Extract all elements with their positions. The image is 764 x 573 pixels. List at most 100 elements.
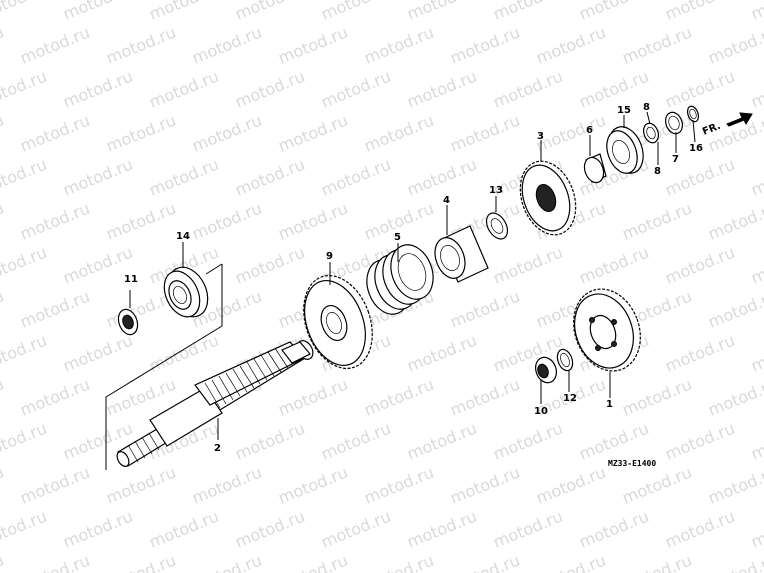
watermark-text: motod.ru <box>17 287 92 332</box>
watermark-text: motod.ru <box>232 155 307 200</box>
watermark-text: motod.ru <box>748 155 764 200</box>
watermark-text: motod.ru <box>533 551 608 573</box>
watermark-text: motod.ru <box>404 0 479 24</box>
watermark-text: motod.ru <box>17 199 92 244</box>
callout-5: 5 <box>394 232 401 243</box>
callout-1: 1 <box>606 399 613 410</box>
watermark-text: motod.ru <box>232 507 307 552</box>
watermark-text: motod.ru <box>103 199 178 244</box>
watermark-text: motod.ru <box>0 155 50 200</box>
watermark-text: motod.ru <box>17 463 92 508</box>
callout-8-bottom: 8 <box>654 166 661 177</box>
watermark-text: motod.ru <box>60 0 135 24</box>
watermark-text: motod.ru <box>275 463 350 508</box>
watermark-text: motod.ru <box>662 507 737 552</box>
watermark-text: motod.ru <box>576 0 651 24</box>
watermark-text: motod.ru <box>0 67 50 112</box>
watermark-text: motod.ru <box>705 287 764 332</box>
watermark-text: motod.ru <box>662 243 737 288</box>
watermark-text: motod.ru <box>447 375 522 420</box>
watermark-text: motod.ru <box>619 463 694 508</box>
watermark-text: motod.ru <box>447 551 522 573</box>
watermark-text: motod.ru <box>533 111 608 156</box>
watermark-text: motod.ru <box>490 419 565 464</box>
watermark-text: motod.ru <box>490 507 565 552</box>
nut-11 <box>117 308 139 336</box>
watermark-text: motod.ru <box>232 0 307 24</box>
spring-5 <box>366 244 434 315</box>
watermark-text: motod.ru <box>705 375 764 420</box>
watermark-text: motod.ru <box>748 419 764 464</box>
watermark-text: motod.ru <box>705 23 764 68</box>
watermark-text: motod.ru <box>189 23 264 68</box>
watermark-text: motod.ru <box>275 199 350 244</box>
nut-10 <box>535 356 557 384</box>
watermark-text: motod.ru <box>146 155 221 200</box>
ring-7 <box>664 111 684 135</box>
watermark-text: motod.ru <box>275 551 350 573</box>
watermark-text: motod.ru <box>705 551 764 573</box>
watermark-text: motod.ru <box>17 375 92 420</box>
watermark-text: motod.ru <box>361 111 436 156</box>
watermark-text: motod.ru <box>533 463 608 508</box>
watermark-text: motod.ru <box>404 67 479 112</box>
watermark-text: motod.ru <box>662 0 737 24</box>
washer-16 <box>686 105 700 123</box>
watermark-text: motod.ru <box>17 551 92 573</box>
callout-10: 10 <box>534 406 548 417</box>
watermark-text: motod.ru <box>17 23 92 68</box>
watermark-text: motod.ru <box>318 0 393 24</box>
watermark-text: motod.ru <box>662 419 737 464</box>
watermark-text: motod.ru <box>60 331 135 376</box>
watermark-text: motod.ru <box>748 243 764 288</box>
watermark-text: motod.ru <box>576 419 651 464</box>
watermark-text: motod.ru <box>146 0 221 24</box>
watermark-text: motod.ru <box>619 199 694 244</box>
bearing-15 <box>606 126 644 174</box>
watermark-text: motod.ru <box>748 331 764 376</box>
watermark-text: motod.ru <box>275 375 350 420</box>
watermark-text: motod.ru <box>0 375 7 420</box>
callout-6: 6 <box>586 125 593 136</box>
watermark-text: motod.ru <box>189 551 264 573</box>
watermark-text: motod.ru <box>17 111 92 156</box>
watermark-text: motod.ru <box>447 287 522 332</box>
watermark-text: motod.ru <box>232 67 307 112</box>
watermark-text: motod.ru <box>361 375 436 420</box>
callout-12: 12 <box>563 393 577 404</box>
watermark-text: motod.ru <box>189 111 264 156</box>
watermark-text: motod.ru <box>0 199 7 244</box>
watermark-text: motod.ru <box>404 419 479 464</box>
callouts: 1 2 3 4 5 6 7 8 8 9 10 11 12 13 14 15 16 <box>124 102 703 454</box>
diagram-code: MZ33-E1400 <box>608 459 656 468</box>
watermark-text: motod.ru <box>748 67 764 112</box>
watermark-text: motod.ru <box>0 0 50 24</box>
callout-11: 11 <box>124 274 138 285</box>
bearing-14 <box>163 266 209 318</box>
watermark-text: motod.ru <box>576 507 651 552</box>
watermark-text: motod.ru <box>404 331 479 376</box>
callout-4: 4 <box>443 195 450 206</box>
watermark-text: motod.ru <box>533 23 608 68</box>
callout-16: 16 <box>689 143 703 154</box>
watermark-text: motod.ru <box>146 331 221 376</box>
watermark-text: motod.ru <box>404 155 479 200</box>
bush-6 <box>583 153 607 184</box>
watermark-text: motod.ru <box>0 419 50 464</box>
watermark-text: motod.ru <box>0 111 7 156</box>
watermark-text: motod.ru <box>490 243 565 288</box>
watermark-text: motod.ru <box>103 463 178 508</box>
watermark-text: motod.ru <box>490 0 565 24</box>
watermark-text: motod.ru <box>404 507 479 552</box>
callout-3: 3 <box>537 131 544 142</box>
watermark-text: motod.ru <box>146 507 221 552</box>
gear-3 <box>519 160 577 236</box>
watermark-text: motod.ru <box>60 507 135 552</box>
watermark-text: motod.ru <box>0 243 50 288</box>
callout-9: 9 <box>326 251 333 262</box>
watermark-text: motod.ru <box>60 155 135 200</box>
watermark-text: motod.ru <box>0 507 50 552</box>
watermark-text: motod.ru <box>748 507 764 552</box>
